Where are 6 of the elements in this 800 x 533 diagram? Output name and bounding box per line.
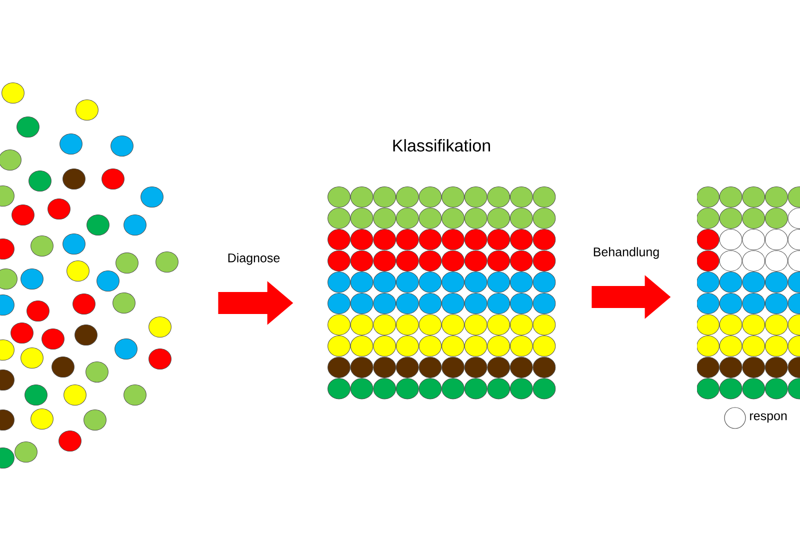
- scattered-dots-drawing: [0, 82, 178, 469]
- edge-label: Behandlung: [592, 246, 661, 260]
- edge-label: Diagnose: [226, 252, 282, 266]
- heading: Klassifikation: [393, 139, 490, 152]
- dot-grid-drawing: [697, 186, 800, 400]
- legend-text: respon: [750, 413, 787, 423]
